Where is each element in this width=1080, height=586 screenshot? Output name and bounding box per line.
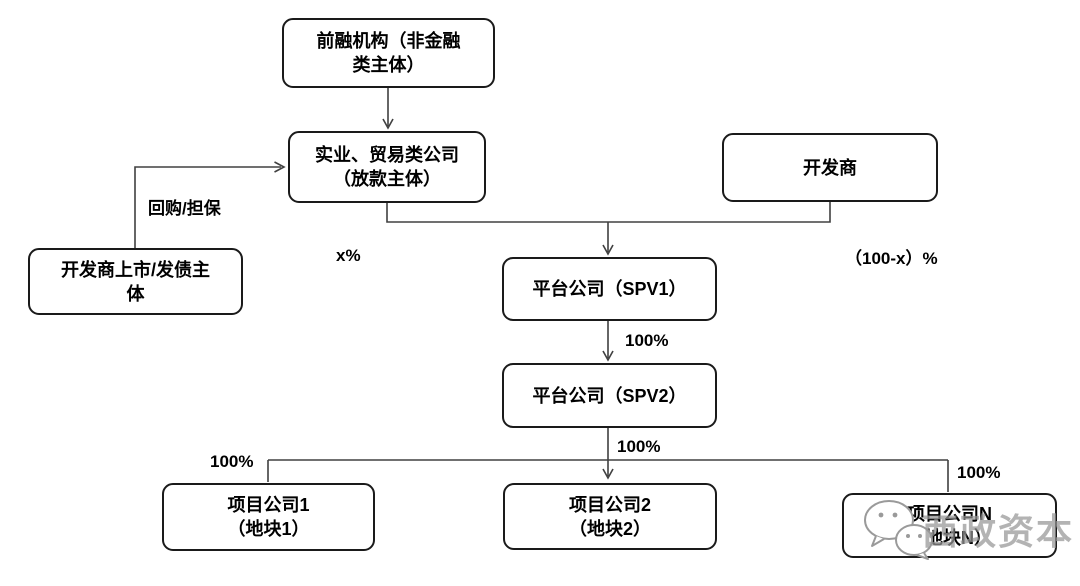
- node-label: 前融机构（非金融: [316, 31, 461, 51]
- node-label: （地块1）: [227, 519, 310, 539]
- arrowhead: [602, 468, 614, 480]
- node-label: 项目公司1: [227, 495, 310, 515]
- arrowhead: [382, 118, 394, 130]
- edge-label-project1-100-percent: 100%: [210, 452, 254, 471]
- arrow-listed-to-industrial: [134, 166, 281, 248]
- wechat-icon: [864, 500, 933, 560]
- node-label: 类主体）: [352, 55, 425, 75]
- node-developer: 开发商: [722, 133, 938, 202]
- node-platform-company-spv2: 平台公司（SPV2）: [502, 363, 717, 428]
- node-label: 项目公司2: [568, 494, 651, 515]
- node-platform-company-spv1: 平台公司（SPV1）: [502, 257, 717, 321]
- edge-label-repurchase-guarantee: 回购/担保: [148, 199, 221, 218]
- edge-label-100-minus-x-percent: （100-x）%: [845, 249, 938, 268]
- node-project-company-1: 项目公司1 （地块1）: [162, 483, 375, 551]
- node-label: 平台公司（SPV1）: [532, 279, 687, 299]
- node-label: 开发商: [803, 157, 857, 178]
- node-label: 实业、贸易类公司: [315, 145, 459, 165]
- edge-label-projectN-100-percent: 100%: [957, 463, 1001, 482]
- node-label: 平台公司（SPV2）: [532, 385, 687, 406]
- node-pre-financing-institution: 前融机构（非金融 类主体）: [282, 18, 495, 88]
- node-industrial-trading-company: 实业、贸易类公司 （放款主体）: [288, 131, 486, 203]
- edge-label-spv2-project2-100-percent: 100%: [617, 437, 661, 456]
- node-developer-listed-bond-entity: 开发商上市/发债主 体: [28, 248, 243, 315]
- edge-label-spv1-spv2-100-percent: 100%: [625, 331, 669, 350]
- node-label: （放款主体）: [333, 169, 441, 189]
- arrowhead: [602, 350, 614, 362]
- watermark: 西政资本: [862, 498, 1074, 560]
- node-label: （地块2）: [568, 518, 651, 539]
- line-industrial-developer-junction: [386, 202, 831, 223]
- node-label: 体: [126, 283, 145, 304]
- node-label: 项目公司N: [907, 503, 992, 524]
- arrowhead: [274, 161, 286, 173]
- edge-label-x-percent: x%: [336, 246, 361, 265]
- arrowhead: [602, 244, 614, 256]
- node-label: 开发商上市/发债主: [60, 259, 210, 280]
- node-project-company-2: 项目公司2 （地块2）: [503, 483, 717, 550]
- watermark-text: 西政资本: [922, 511, 1075, 552]
